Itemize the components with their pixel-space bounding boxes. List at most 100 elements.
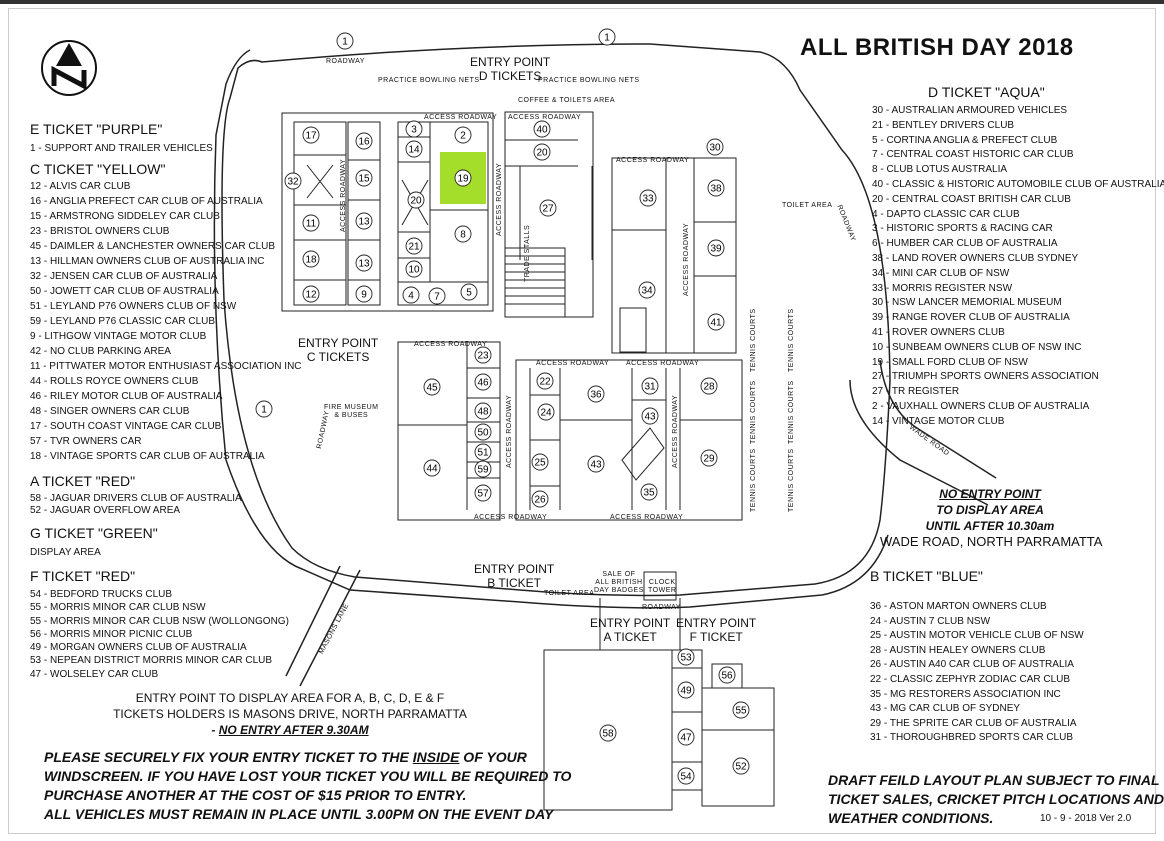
lot-marker: 59 — [474, 460, 492, 478]
lot-marker: 50 — [474, 423, 492, 441]
legend-item: 11 - PITTWATER MOTOR ENTHUSIAST ASSOCIAT… — [30, 361, 302, 372]
legend-items-c: 12 - ALVIS CAR CLUB 16 - ANGLIA PREFECT C… — [30, 179, 302, 464]
legend-item: 38 - LAND ROVER OWNERS CLUB SYDNEY — [872, 252, 1079, 264]
lot-marker: 3 — [405, 120, 423, 138]
lot-number: 49 — [680, 686, 692, 697]
lot-number: 25 — [534, 458, 546, 469]
lot-marker: 38 — [707, 179, 725, 197]
lot-number: 5 — [466, 288, 472, 299]
access-roadway-label: ACCESS ROADWAY — [508, 114, 582, 121]
lot-circle — [355, 212, 373, 230]
lot-circle — [732, 757, 750, 775]
lot-number: 14 — [408, 145, 420, 156]
lot-marker: 47 — [677, 728, 695, 746]
entry-label: B TICKET — [487, 576, 542, 590]
legend-item: 34 - MINI CAR CLUB OF NSW — [872, 267, 1010, 279]
lot-marker: 20 — [533, 143, 551, 161]
outer-roadway — [221, 43, 891, 597]
legend-item: 51 - LEYLAND P76 OWNERS CLUB OF NSW — [30, 301, 237, 312]
access-roadway-label: ACCESS ROADWAY — [610, 514, 684, 521]
lot-marker: 32 — [284, 172, 302, 190]
lot-circle — [302, 214, 320, 232]
lot-number: 23 — [477, 351, 489, 362]
legend-item: 20 - CENTRAL COAST BRITISH CAR CLUB — [872, 193, 1071, 205]
lot-number: 13 — [358, 259, 370, 270]
access-roadway-label: ACCESS ROADWAY — [496, 162, 503, 236]
top-border — [0, 0, 1164, 4]
lot-marker: 1 — [598, 28, 616, 46]
lot-marker: 29 — [700, 449, 718, 467]
roadway-label: ROADWAY — [326, 58, 365, 65]
display-entry-dash: - — [211, 723, 219, 737]
legend-item: DISPLAY AREA — [30, 547, 101, 558]
lot-marker: 27 — [539, 199, 557, 217]
lot-marker: 39 — [707, 239, 725, 257]
legend-item: 30 - AUSTRALIAN ARMOURED VEHICLES — [872, 105, 1068, 116]
lot-number: 50 — [477, 428, 489, 439]
no-entry-notice: NO ENTRY POINT TO DISPLAY AREA UNTIL AFT… — [880, 486, 1102, 550]
legend-item: 55 - MORRIS MINOR CAR CLUB NSW (WOLLONGO… — [30, 615, 289, 627]
lot-number: 46 — [477, 378, 489, 389]
lot-number: 7 — [434, 292, 440, 303]
legend-item: 12 - ALVIS CAR CLUB — [30, 181, 131, 192]
coffee-toilets-label: COFFEE & TOILETS AREA — [518, 97, 615, 104]
lot-circle — [641, 377, 659, 395]
notice-text: WINDSCREEN. IF YOU HAVE LOST YOUR TICKET… — [44, 768, 572, 784]
lot-number: 19 — [457, 174, 469, 185]
entry-label: A TICKET — [603, 630, 657, 644]
lot-number: 43 — [644, 412, 656, 423]
lot-circle — [677, 681, 695, 699]
lot-marker: 15 — [355, 169, 373, 187]
lot-number: 44 — [426, 464, 438, 475]
lot-number: 22 — [539, 377, 551, 388]
lot-number: 24 — [540, 408, 552, 419]
lot-number: 21 — [408, 242, 420, 253]
tennis-courts-label: TENNIS COURTS — [788, 448, 795, 512]
lot-circle — [640, 483, 658, 501]
legend-section-g: G TICKET "GREEN" DISPLAY AREA — [30, 525, 302, 559]
legend-header: D TICKET "AQUA" — [928, 84, 1045, 100]
lot-marker: 31 — [641, 377, 659, 395]
lot-marker: 16 — [355, 132, 373, 150]
north-arrow-icon — [41, 40, 97, 96]
toilet-area-label: TOILET AREA — [782, 202, 833, 209]
lot-marker: 10 — [405, 260, 423, 278]
legend-item: 26 - AUSTIN A40 CAR CLUB OF AUSTRALIA — [870, 659, 1074, 671]
block-southeast — [515, 359, 743, 521]
lot-marker: 8 — [454, 225, 472, 243]
roadway-label: ROADWAY — [642, 604, 681, 611]
lot-marker: 46 — [474, 373, 492, 391]
lot-marker: 22 — [536, 372, 554, 390]
legend-item: 10 - SUNBEAM OWNERS CLUB OF NSW INC — [872, 341, 1082, 353]
lot-number: 9 — [361, 290, 367, 301]
legend-item: 52 - JAGUAR OVERFLOW AREA — [30, 505, 181, 516]
access-roadway-label: ACCESS ROADWAY — [474, 514, 548, 521]
lot-circle — [423, 378, 441, 396]
legend-item: 15 - ARMSTRONG SIDDELEY CAR CLUB — [30, 211, 220, 222]
legend-item: 16 - ANGLIA PREFECT CAR CLUB OF AUSTRALI… — [30, 196, 263, 207]
lot-marker: 41 — [707, 313, 725, 331]
display-entry-line: ENTRY POINT TO DISPLAY AREA FOR A, B, C,… — [135, 691, 445, 705]
legend-header: B TICKET "BLUE" — [870, 568, 983, 584]
lot-circle — [302, 250, 320, 268]
lot-circle — [539, 199, 557, 217]
lot-number: 29 — [703, 454, 715, 465]
lot-number: 59 — [477, 465, 489, 476]
page-title: ALL BRITISH DAY 2018 — [800, 34, 1074, 61]
lot-marker: 13 — [355, 212, 373, 230]
lot-number: 28 — [703, 382, 715, 393]
entry-label: D TICKETS — [478, 69, 542, 83]
legend-item: 5 - CORTINA ANGLIA & PREFECT CLUB — [872, 134, 1058, 146]
lot-marker: 2 — [454, 126, 472, 144]
lot-marker: 30 — [706, 138, 724, 156]
lot-number: 34 — [641, 286, 653, 297]
draft-notice: DRAFT FEILD LAYOUT PLAN SUBJECT TO FINAL… — [828, 771, 1164, 828]
